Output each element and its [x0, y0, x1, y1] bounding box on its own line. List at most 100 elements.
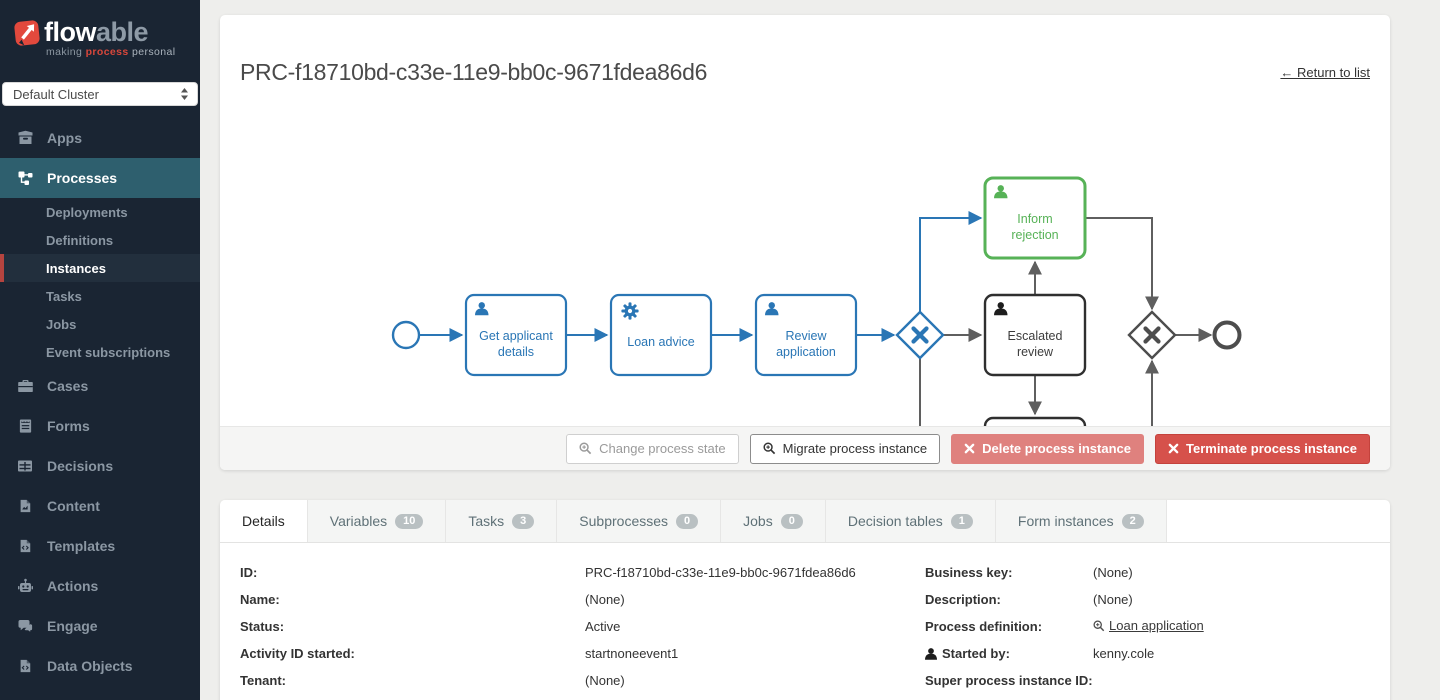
sidebar-subitem-definitions[interactable]: Definitions: [46, 232, 114, 248]
tab-details[interactable]: Details: [220, 500, 308, 542]
sidebar-item-decisions[interactable]: Decisions: [0, 446, 200, 486]
sidebar-item-label: Engage: [47, 618, 98, 634]
details-panel: ID: PRC-f18710bd-c33e-11e9-bb0c-9671fdea…: [220, 543, 1390, 694]
task-get-applicant-details: Get applicant details: [464, 293, 568, 377]
zoom-icon: [579, 442, 592, 455]
tab-count-badge: 0: [780, 513, 803, 529]
migrate-process-instance-button[interactable]: Migrate process instance: [749, 433, 941, 464]
flow-gateway-to-inform-rejection: [919, 211, 983, 312]
task-cropped-bottom: [983, 416, 1087, 426]
tab-count-badge: 10: [395, 513, 424, 529]
detail-row: Activity ID started: startnoneevent1 Sta…: [240, 640, 1390, 667]
processes-icon: [15, 170, 35, 186]
engage-icon: [15, 618, 35, 634]
svg-text:Get applicant: Get applicant: [479, 329, 553, 343]
sidebar-item-label: Decisions: [47, 458, 114, 474]
tab-count-badge: 1: [950, 513, 973, 529]
tab-count-badge: 0: [676, 513, 699, 529]
sidebar-item-label: Data Objects: [47, 658, 133, 674]
terminate-process-instance-button[interactable]: Terminate process instance: [1155, 433, 1370, 464]
change-process-state-button[interactable]: Change process state: [566, 433, 739, 464]
sidebar-subitem-deployments[interactable]: Deployments: [46, 204, 128, 220]
data-objects-icon: [15, 658, 35, 674]
brand-wordmark: flowable: [44, 17, 149, 47]
detail-row: Tenant: (None) Super process instance ID…: [240, 673, 1093, 688]
flow-inform-rejection-to-gateway2: [1086, 217, 1159, 311]
process-definition-link[interactable]: Loan application: [1093, 618, 1204, 633]
tab-count-badge: 2: [1121, 513, 1144, 529]
svg-text:application: application: [776, 345, 836, 359]
main-content: PRC-f18710bd-c33e-11e9-bb0c-9671fdea86d6…: [200, 0, 1440, 700]
content-icon: [15, 498, 35, 514]
process-instance-card: PRC-f18710bd-c33e-11e9-bb0c-9671fdea86d6…: [220, 15, 1390, 470]
sidebar-item-forms[interactable]: Forms: [0, 406, 200, 446]
sidebar-item-label: Templates: [47, 538, 116, 554]
x-icon: [1168, 443, 1179, 454]
sidebar-item-data-objects[interactable]: Data Objects: [0, 646, 200, 686]
sidebar-subitem-event-subscriptions[interactable]: Event subscriptions: [46, 344, 171, 360]
started-by-value: kenny.cole: [1093, 646, 1155, 661]
sidebar-item-templates[interactable]: Templates: [0, 526, 200, 566]
service-task-gear-icon: [621, 302, 639, 320]
tab-count-badge: 3: [512, 513, 535, 529]
delete-process-instance-button[interactable]: Delete process instance: [951, 433, 1144, 464]
detail-row: Name: (None) Description: (None): [240, 592, 1133, 607]
svg-text:Loan advice: Loan advice: [627, 335, 694, 349]
sidebar-item-label: Actions: [47, 578, 99, 594]
bpmn-diagram: Get applicant details: [220, 15, 1390, 426]
svg-text:Review: Review: [786, 329, 828, 343]
svg-text:rejection: rejection: [1011, 228, 1058, 242]
task-escalated-review: Escalated review: [983, 293, 1087, 377]
cases-icon: [15, 378, 35, 394]
sidebar-item-apps[interactable]: Apps: [0, 118, 200, 158]
sidebar: flowable making process personal Default…: [0, 0, 200, 700]
task-inform-rejection: Inform rejection: [983, 176, 1087, 260]
flowable-logo: flowable making process personal: [0, 0, 200, 80]
exclusive-gateway-2: [1127, 310, 1177, 360]
sidebar-item-engage[interactable]: Engage: [0, 606, 200, 646]
sidebar-item-cases[interactable]: Cases: [0, 366, 200, 406]
sidebar-item-label: Processes: [47, 170, 118, 186]
exclusive-gateway-1: [895, 310, 945, 360]
brand-tagline: making process personal: [46, 46, 176, 58]
sidebar-item-label: Content: [47, 498, 100, 514]
detail-row: Status: Active Process definition: Loan …: [240, 618, 1204, 634]
sidebar-item-label: Cases: [47, 378, 89, 394]
zoom-icon: [763, 442, 775, 455]
select-arrows-icon: [181, 88, 188, 100]
sidebar-subitem-tasks[interactable]: Tasks: [46, 288, 82, 304]
cluster-select-value: Default Cluster: [13, 86, 99, 102]
detail-row: ID: PRC-f18710bd-c33e-11e9-bb0c-9671fdea…: [240, 565, 1133, 580]
id-value: PRC-f18710bd-c33e-11e9-bb0c-9671fdea86d6: [585, 565, 856, 580]
sidebar-item-processes[interactable]: Processes: [0, 158, 200, 198]
start-event: [391, 320, 421, 350]
sidebar-item-label: Apps: [47, 130, 82, 146]
sidebar-item-actions[interactable]: Actions: [0, 566, 200, 606]
status-value: Active: [585, 619, 621, 634]
sidebar-subitem-instances[interactable]: Instances: [0, 254, 200, 282]
flowable-logo-icon: [14, 19, 40, 46]
cluster-select[interactable]: Default Cluster: [2, 82, 198, 106]
user-icon: [925, 647, 937, 660]
templates-icon: [15, 538, 35, 554]
task-loan-advice: Loan advice: [609, 293, 713, 377]
process-actions-bar: Change process state Migrate process ins…: [220, 426, 1390, 470]
sidebar-item-content[interactable]: Content: [0, 486, 200, 526]
zoom-icon: [1093, 620, 1105, 631]
return-to-list-link[interactable]: ← Return to list: [1280, 65, 1370, 80]
task-review-application: Review application: [754, 293, 858, 377]
svg-text:details: details: [498, 345, 534, 359]
x-icon: [964, 443, 975, 454]
svg-text:Inform: Inform: [1017, 212, 1052, 226]
sidebar-item-label: Forms: [47, 418, 90, 434]
sidebar-subitem-jobs[interactable]: Jobs: [46, 316, 77, 332]
sidebar-nav: Apps Processes Deployments Definitions I…: [0, 118, 200, 686]
